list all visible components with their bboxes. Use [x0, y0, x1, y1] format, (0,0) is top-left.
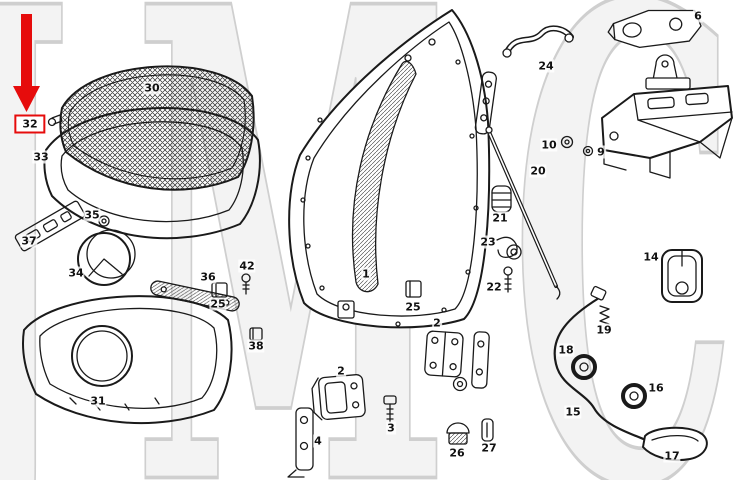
lower-grille-31-drawing — [22, 295, 233, 425]
part-label-15: 15 — [564, 405, 582, 419]
lock-pedestal-drawing — [645, 54, 691, 90]
part-label-2: 2 — [336, 364, 346, 378]
clip-extra-drawing — [337, 300, 355, 319]
clip-25-mid-drawing — [405, 280, 422, 298]
part-label-17: 17 — [663, 449, 681, 463]
part-label-18: 18 — [557, 343, 575, 357]
hood-panel-1-drawing — [288, 9, 491, 329]
part-label-10: 10 — [540, 138, 558, 152]
grommet-18-drawing — [571, 354, 597, 380]
part-label-38: 38 — [247, 339, 265, 353]
handle-17-drawing — [642, 426, 708, 461]
part-label-9: 9 — [596, 145, 606, 159]
part-label-25: 25 — [209, 297, 227, 311]
highlight-arrow-icon — [13, 14, 40, 112]
part-label-27: 27 — [480, 441, 498, 455]
part-label-42: 42 — [238, 259, 256, 273]
clip-32-drawing — [47, 114, 63, 127]
part-label-16: 16 — [647, 381, 665, 395]
part-label-32: 32 — [14, 114, 46, 134]
part-label-35: 35 — [83, 208, 101, 222]
part-label-33: 33 — [32, 150, 50, 164]
bolt-3-drawing — [383, 395, 397, 423]
cowl-bracket-drawing — [601, 85, 733, 179]
prop-rod-20-drawing — [485, 126, 561, 300]
screw-42-drawing — [241, 273, 251, 295]
rod-anchor-strap-drawing — [474, 71, 497, 135]
bolt-22-drawing — [503, 266, 513, 293]
part-label-6: 6 — [693, 9, 703, 23]
part-label-26: 26 — [448, 446, 466, 460]
part-label-30: 30 — [143, 81, 161, 95]
bezel-34-drawing — [77, 229, 136, 286]
release-cable-15-drawing — [553, 285, 648, 442]
washer-drawing — [452, 376, 468, 392]
part-label-19: 19 — [595, 323, 613, 337]
bracket-4-drawing — [287, 407, 314, 478]
spring-19-drawing — [599, 305, 610, 325]
bumper-26-drawing — [446, 422, 470, 445]
surround-33-drawing — [43, 107, 261, 240]
latch-14-drawing — [661, 249, 703, 303]
clip-25-left-drawing — [211, 282, 228, 298]
part-label-23: 23 — [479, 235, 497, 249]
hinge-24-drawing — [502, 25, 574, 58]
clip-27-drawing — [481, 418, 494, 442]
part-label-14: 14 — [642, 250, 660, 264]
part-label-37: 37 — [20, 234, 38, 248]
grommet-16-drawing — [621, 383, 647, 409]
part-label-21: 21 — [491, 211, 509, 225]
part-label-36: 36 — [199, 270, 217, 284]
part-label-24: 24 — [537, 59, 555, 73]
part-label-2: 2 — [432, 316, 442, 330]
spring-clip-23-drawing — [496, 236, 522, 260]
part-label-31: 31 — [89, 394, 107, 408]
bracket-6-drawing — [607, 9, 702, 49]
part-label-22: 22 — [485, 280, 503, 294]
hinge-2-left-drawing — [311, 374, 366, 421]
part-label-34: 34 — [67, 266, 85, 280]
part-label-1: 1 — [361, 267, 371, 281]
washers-10-9-drawing — [560, 135, 594, 157]
part-label-3: 3 — [386, 421, 396, 435]
strap-bracket-drawing — [471, 331, 490, 389]
part-label-25: 25 — [404, 300, 422, 314]
plate-2-right-drawing — [424, 330, 464, 378]
part-label-20: 20 — [529, 164, 547, 178]
part-label-4: 4 — [313, 434, 323, 448]
